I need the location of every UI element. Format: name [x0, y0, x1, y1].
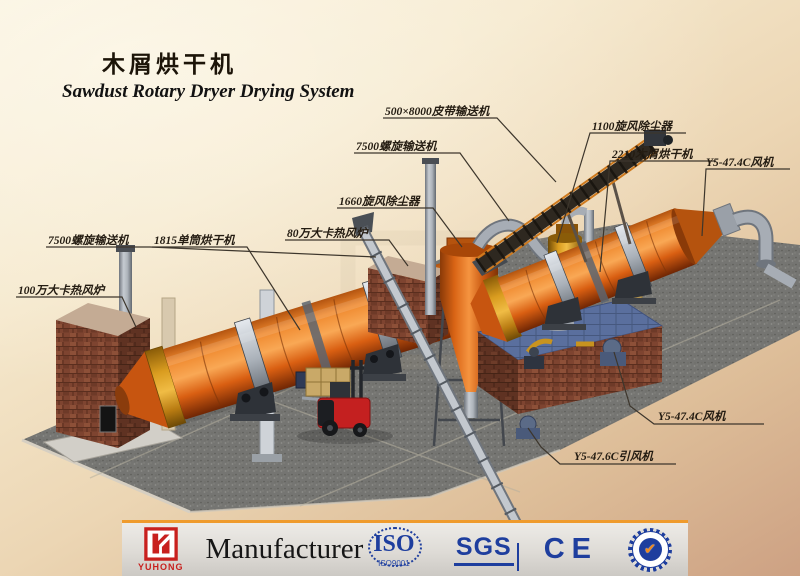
leader-dryer-1815 [152, 246, 301, 331]
leader-fan-induced [527, 427, 676, 465]
roller [386, 350, 394, 358]
conveyor-legs [564, 177, 632, 263]
stand-base-1 [230, 414, 280, 421]
badge-ring: ✔ [631, 531, 669, 568]
dryer-2210-supports [542, 271, 656, 330]
leader-cyclone-1100 [556, 132, 686, 244]
cyclone1100-top [548, 233, 582, 243]
induced-fan-motor [516, 428, 540, 439]
fan-duct [763, 263, 797, 289]
forklift [297, 360, 393, 444]
dryer2-gear [578, 241, 610, 304]
page-title-chinese: 木屑烘干机 [101, 52, 237, 77]
callout-furnace-80: 80万大卡热风炉 [287, 227, 369, 240]
d2-base-1 [542, 324, 586, 330]
fan-elbow [732, 211, 772, 262]
page-title-english: Sawdust Rotary Dryer Drying System [62, 81, 354, 102]
brand-logo-block: YUHONG [138, 527, 184, 572]
roller [259, 387, 269, 397]
yuhong-logo-icon [143, 527, 178, 561]
manufacturer-label: Manufacturer [205, 533, 364, 565]
cyclone-outlet [464, 392, 478, 418]
leader-cyclone-1660 [337, 207, 463, 248]
callout-belt-conveyor: 500×8000皮带输送机 [385, 105, 491, 118]
callout-dryer-2210: 2210木屑烘干机 [611, 148, 694, 161]
leader-dryer-2210 [599, 160, 716, 273]
rotary-dryer-2210 [470, 202, 741, 342]
belt-conveyor [472, 130, 673, 276]
counterweight [318, 400, 334, 426]
ce-mark: CE [543, 533, 598, 565]
cyclone1100-elbow [561, 206, 588, 227]
stove-top [56, 303, 150, 336]
d2-base-2 [612, 298, 656, 304]
callout-cyclone-1100: 1100旋风除尘器 [592, 119, 673, 133]
pump-box [524, 356, 544, 369]
fan-motor [600, 352, 626, 366]
conveyor-pulley [663, 135, 673, 145]
callout-fan-right: Y5-47.4C风机 [658, 410, 727, 423]
badge-center: ✔ [638, 538, 662, 561]
check-icon: ✔ [643, 541, 657, 558]
hub-front [357, 427, 363, 433]
callout-cyclone-1660: 1660旋风除尘器 [339, 194, 421, 208]
callout-dryer-1815: 1815单筒烘干机 [154, 234, 236, 247]
exhaust-chimney [425, 163, 436, 315]
sgs-mark: SGS [453, 533, 519, 571]
leader-screw-upper [354, 152, 510, 222]
callout-screw-upper: 7500螺旋输送机 [356, 140, 438, 153]
dryer2-seams [525, 221, 668, 321]
leader-belt-conveyor [383, 117, 557, 183]
feed-neck [115, 385, 130, 415]
d2-stand-2 [614, 271, 652, 302]
forklift-shadow [297, 428, 393, 444]
cab [330, 382, 350, 400]
callout-furnace-100: 100万大卡热风炉 [18, 284, 106, 297]
leader-furnace-80 [285, 239, 409, 267]
shell-seams [199, 277, 422, 405]
platform-left [478, 332, 518, 414]
platform-edge-2 [189, 449, 561, 513]
dryer2-discharge-cone [673, 208, 723, 265]
screw-conveyor-incline [352, 212, 534, 549]
callout-fan-top: Y5-47.4C风机 [706, 156, 775, 169]
conveyor-rungs [475, 138, 657, 273]
dryer-1815-supports [230, 344, 406, 421]
callouts: 500×8000皮带输送机 1100旋风除尘器 2210木屑烘干机 Y5-47.… [16, 105, 790, 465]
dryer2-feed-ring [482, 274, 522, 342]
d2-stand-1 [544, 297, 582, 328]
stove-door [99, 405, 117, 433]
exhaust-cap [422, 158, 439, 164]
callout-screw-left: 7500螺旋输送机 [48, 234, 130, 247]
roller [370, 355, 378, 363]
pump-head [529, 347, 539, 357]
iso-mark: ISO ISO9001 [364, 526, 424, 568]
stand-base-2 [360, 374, 406, 381]
platform-edge-highlight [21, 438, 191, 514]
hub-rear [327, 425, 333, 431]
feed-cone [118, 351, 169, 428]
girth-gear [301, 300, 334, 380]
brand-name: YUHONG [138, 562, 184, 572]
leader-screw-left [46, 246, 377, 258]
certification-badge: ✔ [628, 527, 672, 572]
callout-fan-induced: Y5-47.6C引风机 [574, 450, 654, 463]
manufacturer-banner: YUHONG Manufacturer ISO ISO9001 SGS CE ✔ [122, 520, 688, 576]
stove-chimney [119, 250, 132, 326]
leader-furnace-100 [16, 296, 137, 328]
platform-front [518, 326, 662, 414]
leader-fan-right [613, 351, 764, 425]
iso-dotted-ring [367, 526, 422, 567]
dryer2-highlight [499, 215, 680, 293]
conveyor-motor [644, 130, 666, 146]
screw-flanges [356, 224, 534, 549]
roller [241, 393, 251, 403]
certification-marks: ISO ISO9001 SGS CE ✔ [364, 526, 672, 572]
leader-fan-top [701, 168, 790, 237]
column-base [252, 454, 282, 462]
chimney-cap [116, 245, 135, 252]
dryer2-feed-cone [470, 280, 508, 342]
